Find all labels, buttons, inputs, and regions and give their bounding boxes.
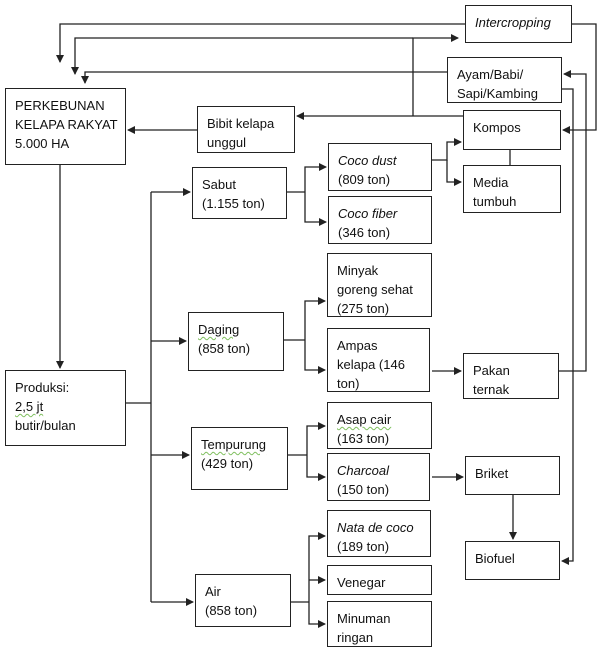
node-label-line: unggul [207, 135, 247, 150]
node-label-line: Daging [198, 322, 240, 337]
node-label-line: Media [473, 175, 509, 190]
node-label-line: ternak [473, 382, 510, 397]
node-label-line: Briket [475, 466, 509, 481]
node-label-line: Charcoal [337, 463, 390, 478]
arrow-to-coco-fiber [304, 192, 327, 226]
node-label-line: Bibit kelapa [207, 116, 275, 131]
arrow-cocodust-to-kompos [432, 138, 462, 161]
node-media: Media tumbuh [463, 165, 561, 213]
node-daging: Daging (858 ton) [188, 312, 284, 371]
node-perkebunan: PERKEBUNAN KELAPA RAKYAT 5.000 HA [5, 88, 126, 165]
node-label-line: tumbuh [473, 194, 517, 209]
node-label-line: Kompos [473, 120, 521, 135]
node-pakan: Pakan ternak [463, 353, 559, 399]
arrow-to-ampas [304, 340, 326, 374]
node-bibit: Bibit kelapa unggul [197, 106, 295, 153]
node-label-line: ton) [337, 376, 360, 391]
node-label-line: ringan [337, 630, 374, 645]
arrow-to-minuman [308, 602, 326, 628]
node-label-line: (858 ton) [198, 341, 251, 356]
arrow-intercropping-to-kompos [562, 23, 597, 134]
node-venegar: Venegar [327, 565, 432, 595]
node-label-line: Pakan [473, 363, 510, 378]
node-label-line: (429 ton) [201, 456, 254, 471]
arrow-ternak-to-biofuel [561, 88, 574, 565]
node-label-line: Air [205, 584, 221, 599]
arrow-to-nata [308, 532, 326, 602]
node-label-line: butir/bulan [15, 418, 76, 433]
arrow-to-perkebunan-2 [71, 37, 413, 75]
node-minuman: Minuman ringan [327, 601, 432, 647]
node-label-line: kelapa (146 [337, 357, 405, 372]
node-label-line: Tempurung [201, 437, 267, 452]
node-label-line: Ayam/Babi/ [457, 67, 524, 82]
node-charcoal: Charcoal (150 ton) [327, 453, 430, 501]
node-label-line: 5.000 HA [15, 136, 70, 151]
node-label-line: 2,5 jt [15, 399, 44, 414]
node-produksi: Produksi: 2,5 jt butir/bulan [5, 370, 126, 446]
node-coco-dust: Coco dust (809 ton) [328, 143, 432, 191]
node-label-line: goreng sehat [337, 282, 413, 297]
node-label-line: Intercropping [475, 15, 551, 30]
node-label-line: (275 ton) [337, 301, 390, 316]
node-ampas: Ampas kelapa (146 ton) [327, 328, 430, 392]
node-label-line: Nata de coco [337, 520, 414, 535]
arrow-intercropping-to-perkebunan [56, 23, 465, 63]
node-asap: Asap cair (163 ton) [327, 402, 432, 449]
node-label-line: (150 ton) [337, 482, 390, 497]
node-intercropping: Intercropping [465, 5, 572, 43]
node-label-line: PERKEBUNAN [15, 98, 105, 113]
node-nata: Nata de coco (189 ton) [327, 510, 431, 557]
node-label-line: Minyak [337, 263, 379, 278]
node-label-line: (809 ton) [338, 172, 391, 187]
node-briket: Briket [465, 456, 560, 495]
arrow-to-coco-dust [304, 163, 327, 192]
node-air: Air (858 ton) [195, 574, 291, 627]
node-ternak: Ayam/Babi/Sapi/Kambing [447, 57, 562, 103]
node-label-line: Venegar [337, 575, 386, 590]
node-label-line: Asap cair [337, 412, 392, 427]
node-label-line: (858 ton) [205, 603, 258, 618]
node-label-line: Sabut [202, 177, 236, 192]
node-label-line: Ampas [337, 338, 378, 353]
arrow-to-minyak [304, 297, 326, 340]
node-label-line: Minuman [337, 611, 391, 626]
node-label-line: Sapi/Kambing [457, 86, 538, 101]
arrow-to-asap [306, 422, 326, 455]
arrow-ternak-to-perkebunan [81, 71, 447, 84]
node-label-line: (346 ton) [338, 225, 391, 240]
node-minyak: Minyak goreng sehat (275 ton) [327, 253, 432, 317]
node-label-line: Produksi: [15, 380, 70, 395]
node-kompos: Kompos [463, 110, 561, 150]
arrow-cocodust-to-media [446, 160, 462, 186]
arrow-to-charcoal [306, 455, 326, 481]
node-label-line: KELAPA RAKYAT [15, 117, 118, 132]
node-label-line: Coco fiber [338, 206, 398, 221]
node-label-line: (1.155 ton) [202, 196, 265, 211]
node-biofuel: Biofuel [465, 541, 560, 580]
node-coco-fiber: Coco fiber (346 ton) [328, 196, 432, 244]
node-label-line: (189 ton) [337, 539, 390, 554]
node-label-line: (163 ton) [337, 431, 390, 446]
node-tempurung: Tempurung (429 ton) [191, 427, 288, 490]
node-label-line: Coco dust [338, 153, 397, 168]
node-sabut: Sabut (1.155 ton) [192, 167, 287, 219]
node-label-line: Biofuel [475, 551, 515, 566]
